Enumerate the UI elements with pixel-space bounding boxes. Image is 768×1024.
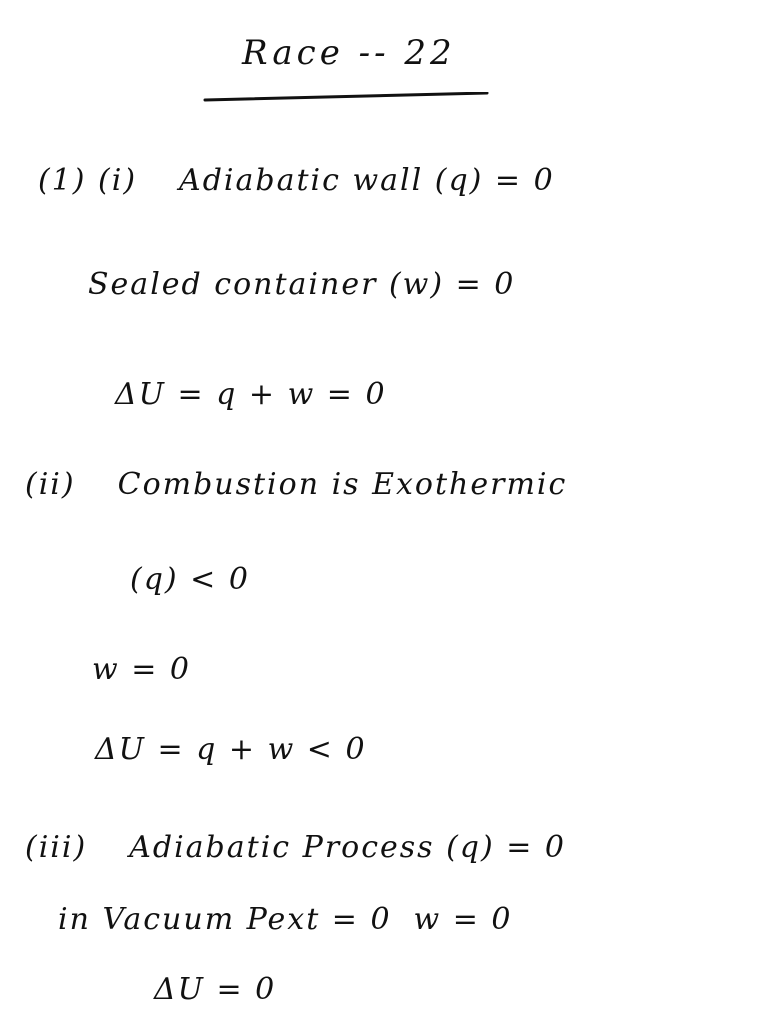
part-iii-equation: ΔU = 0	[154, 972, 277, 1007]
heat-negative-statement: (q) < 0	[130, 562, 250, 597]
part-i-equation: ΔU = q + w = 0	[115, 377, 387, 412]
part-ii-label: (ii)	[25, 467, 76, 502]
part-ii-line-1: (ii) Combustion is Exothermic	[25, 470, 567, 500]
adiabatic-wall-statement: Adiabatic wall (q) = 0	[179, 163, 555, 198]
adiabatic-process-statement: Adiabatic Process (q) = 0	[129, 830, 567, 865]
part-i-line-1: (1) (i) Adiabatic wall (q) = 0	[38, 166, 555, 196]
work-zero-statement: w = 0	[92, 652, 191, 687]
vacuum-work-statement: w = 0	[413, 902, 513, 937]
part-i-label: (1) (i)	[38, 163, 138, 198]
part-iii-label: (iii)	[25, 830, 88, 865]
part-iii-line-1: (iii) Adiabatic Process (q) = 0	[25, 833, 566, 863]
part-i-line-2: Sealed container (w) = 0	[88, 267, 516, 302]
vacuum-pressure-statement: in Vacuum Pext = 0	[58, 902, 392, 937]
page-title: Race -- 22	[242, 33, 456, 73]
title-underline	[203, 92, 489, 102]
part-ii-equation: ΔU = q + w < 0	[95, 732, 367, 767]
combustion-statement: Combustion is Exothermic	[117, 467, 568, 502]
part-iii-line-2: in Vacuum Pext = 0 w = 0	[58, 905, 513, 935]
